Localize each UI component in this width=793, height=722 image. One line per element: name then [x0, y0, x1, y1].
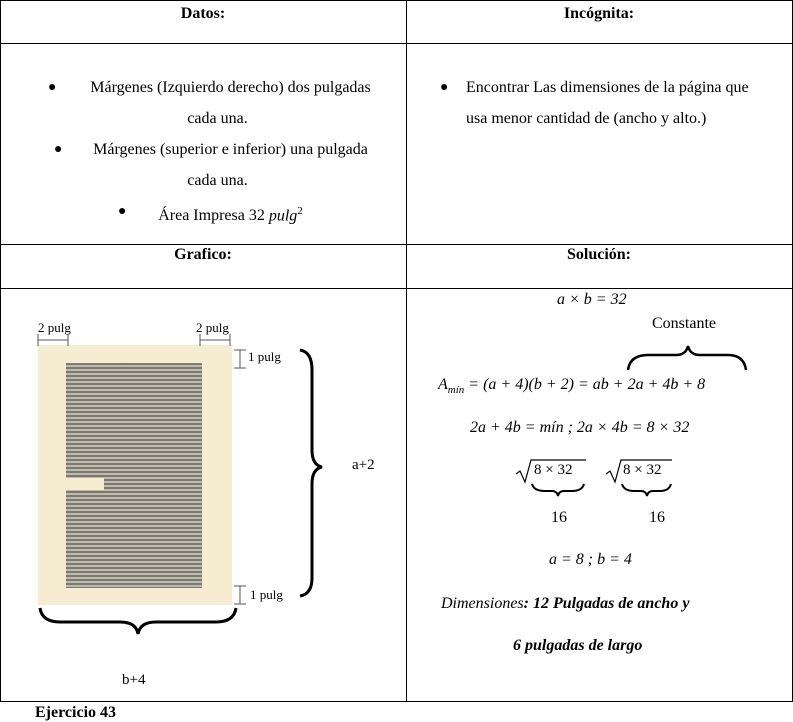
- datos-list: ●Márgenes (Izquierdo derecho) dos pulgad…: [40, 72, 395, 231]
- list-item: ● Área Impresa 32 pulg2: [118, 204, 303, 225]
- header-grafico: Grafico:: [174, 246, 232, 263]
- value-right: 16: [649, 509, 665, 526]
- page-illustration: [38, 345, 232, 605]
- label-bottom-margin: 1 pulg: [250, 587, 283, 602]
- equation-min: 2a + 4b = mín ; 2a × 4b = 8 × 32: [470, 419, 690, 436]
- header-incognita: Incógnita:: [563, 5, 635, 22]
- list-item: ●Márgenes (superior e inferior) una pulg…: [54, 141, 368, 158]
- printed-text-block: [66, 363, 202, 588]
- list-item: ●Márgenes (Izquierdo derecho) dos pulgad…: [48, 79, 371, 96]
- equation-values: a = 8 ; b = 4: [549, 551, 632, 568]
- incognita-text: ● Encontrar Las dimensiones de la página…: [440, 79, 749, 127]
- header-datos: Datos:: [180, 5, 226, 22]
- footer-exercise: Ejercicio 43: [35, 704, 117, 721]
- sqrt-left: 8 × 32: [534, 462, 573, 478]
- label-left-margin: 2 pulg: [38, 320, 71, 335]
- dimensions-line-1: Dimensiones: 12 Pulgadas de ancho y: [441, 595, 690, 612]
- area-unit: pulg: [268, 207, 298, 225]
- label-top-margin: 1 pulg: [248, 349, 281, 364]
- equation-area: Amín = (a + 4)(b + 2) = ab + 2a + 4b + 8: [438, 376, 706, 397]
- list-item: cada una.: [187, 172, 248, 189]
- equation-product: a × b = 32: [557, 291, 627, 308]
- label-right-margin: 2 pulg: [196, 320, 229, 335]
- list-item: cada una.: [187, 110, 248, 127]
- dimensions-line-2: 6 pulgadas de largo: [513, 637, 643, 654]
- label-constante: Constante: [652, 315, 716, 332]
- header-solucion: Solución:: [566, 246, 631, 263]
- sqrt-right: 8 × 32: [623, 462, 662, 478]
- label-height: a+2: [352, 457, 375, 473]
- label-width: b+4: [122, 672, 146, 688]
- value-left: 16: [551, 509, 567, 526]
